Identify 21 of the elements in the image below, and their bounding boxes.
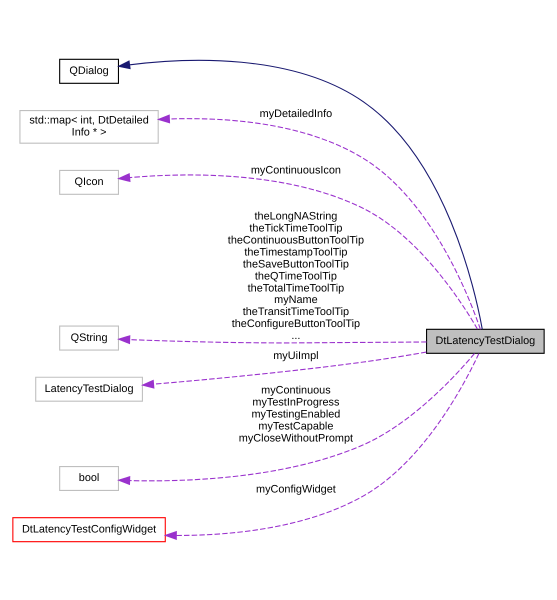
node-box: QIcon xyxy=(59,169,119,194)
node-box: std::map< int, DtDetailed Info * > xyxy=(19,109,159,144)
node-box: bool xyxy=(59,465,119,491)
node-box: DtLatencyTestConfigWidget xyxy=(12,516,166,542)
arrow xyxy=(117,59,483,329)
edge-label: myConfigWidget xyxy=(256,483,336,496)
edge-label: theLongNAString theTickTimeToolTip theContinuousButtonToolTip theTimestampToolTip theSaveButtonToolTip theQTimeToolTip theTotalTimeToolTip myName theTransitTimeToolTip theConfigureButtonToolTip ... xyxy=(228,210,364,342)
node-box: DtLatencyTestDialog xyxy=(426,328,545,354)
arrow xyxy=(117,334,426,344)
arrow xyxy=(156,114,481,329)
node-box: QString xyxy=(59,325,119,350)
arrow xyxy=(141,351,426,388)
node-box: QDialog xyxy=(59,58,119,84)
node-box: LatencyTestDialog xyxy=(35,376,143,402)
arrow xyxy=(117,352,475,485)
edge-label: myDetailedInfo xyxy=(260,108,332,120)
arrow xyxy=(117,172,478,329)
arrow xyxy=(164,352,480,540)
edge-label: myContinuous myTestInProgress myTestingEnabled myTestCapable myCloseWithoutPrompt xyxy=(238,384,354,444)
edge-label: myUiImpl xyxy=(273,349,319,362)
edge-label: myContinuousIcon xyxy=(250,164,341,176)
